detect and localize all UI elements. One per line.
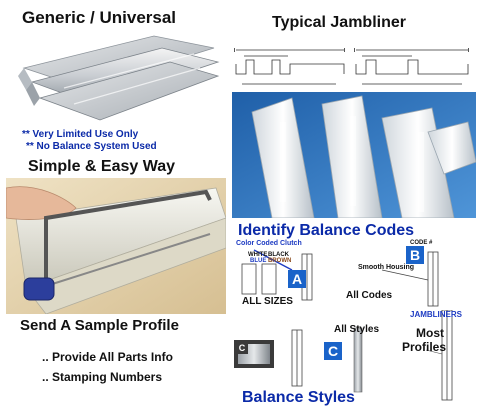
generic-note-1: ** Very Limited Use Only — [22, 129, 139, 140]
sample-title: Send A Sample Profile — [20, 317, 179, 334]
most-label: Most — [416, 326, 444, 340]
simple-title: Simple & Easy Way — [28, 158, 176, 175]
hacksaw-photo — [6, 178, 226, 314]
generic-profile-image — [4, 28, 220, 130]
jambliner-photo — [232, 92, 476, 218]
white-label: WHITE — [248, 252, 268, 258]
all-sizes-label: ALL SIZES — [242, 296, 293, 307]
codes-title: Identify Balance Codes — [238, 222, 415, 239]
sample-bullet-1: .. Provide All Parts Info — [42, 350, 173, 364]
jambliner-title: Typical Jambliner — [272, 14, 406, 31]
jambliners-label: JAMBLINERS — [410, 310, 463, 319]
style-c-badge: C — [324, 342, 342, 360]
generic-title: Generic / Universal — [22, 8, 177, 27]
codes-diagram: Color Coded Clutch WHITE BLUE BLACK BROW… — [232, 240, 476, 308]
jambliner-diagram — [232, 36, 476, 90]
all-codes-label: All Codes — [346, 290, 393, 301]
generic-note-2: ** No Balance System Used — [26, 141, 157, 152]
black-label: BLACK — [268, 252, 289, 258]
sample-bullet-2: .. Stamping Numbers — [42, 370, 163, 384]
profiles-label: Profiles — [402, 340, 447, 354]
styles-title: Balance Styles — [242, 389, 355, 406]
clutch-label: Color Coded Clutch — [236, 240, 302, 247]
brown-label: BROWN — [268, 258, 292, 264]
code-b-badge: B — [406, 246, 424, 264]
style-c-small-badge: C — [236, 342, 248, 354]
code-number-label: CODE # — [410, 240, 433, 246]
smooth-housing-label: Smooth Housing — [358, 264, 414, 271]
code-a-badge: A — [288, 270, 306, 288]
all-styles-label: All Styles — [334, 324, 380, 335]
blue-label: BLUE — [250, 258, 267, 264]
styles-diagram: C C All Styles JAMBLINERS Most Profiles — [232, 310, 476, 414]
